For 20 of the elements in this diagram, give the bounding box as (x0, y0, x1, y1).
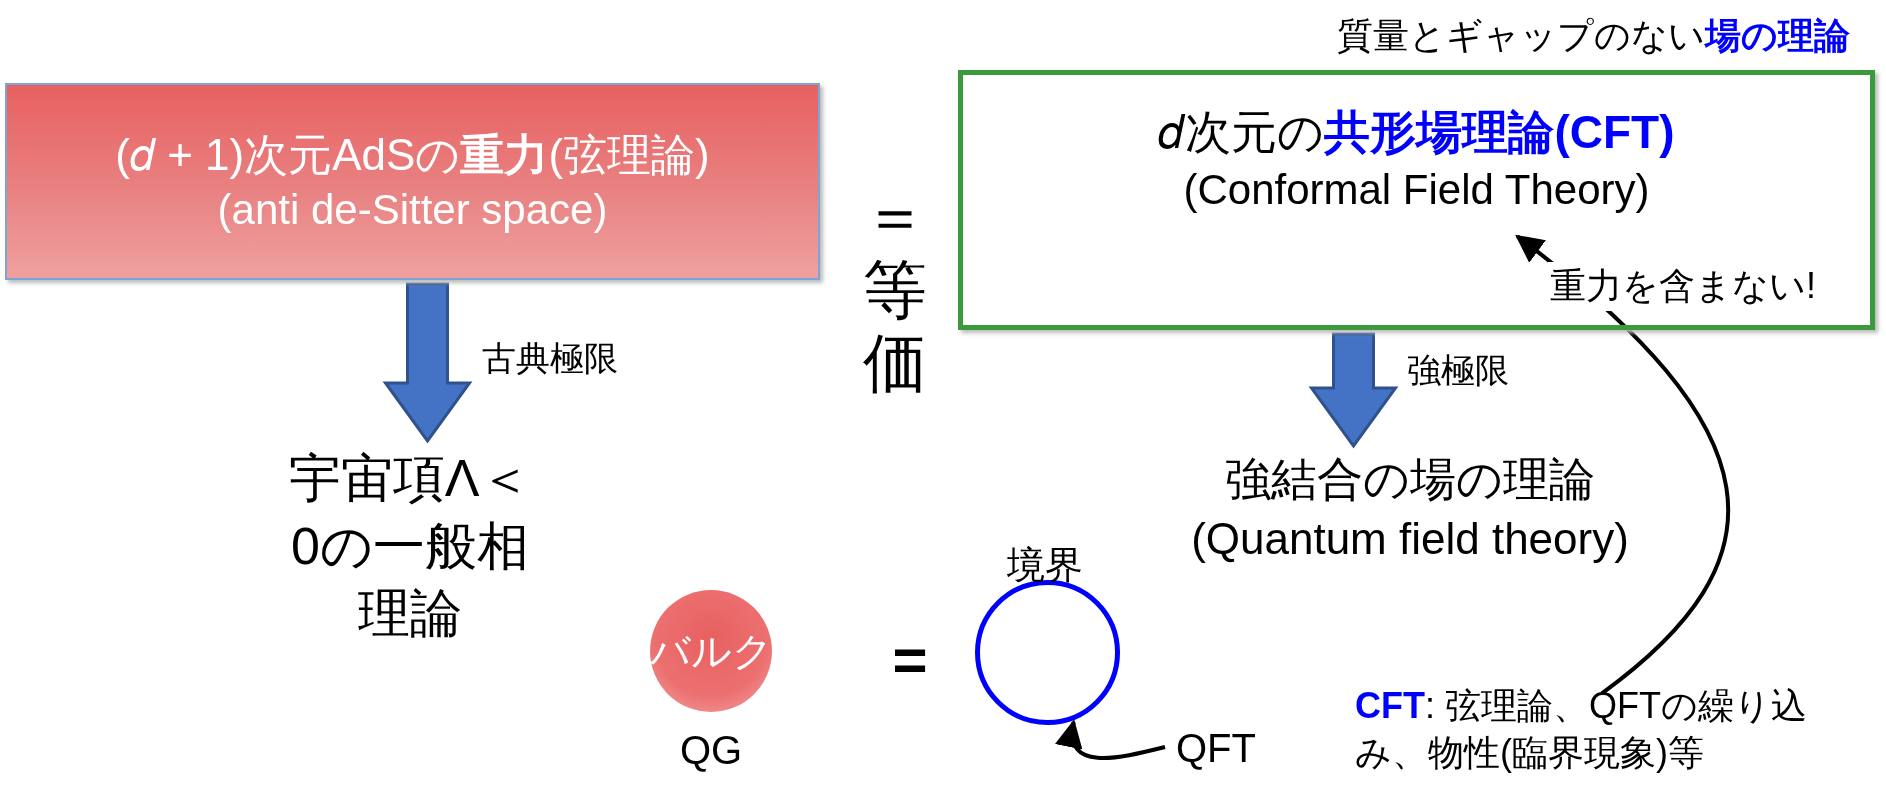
caption-text: QG (678, 728, 744, 773)
box-title: (𝑑 + 1)次元AdSの重力(弦理論) (114, 128, 711, 181)
box-title: 𝑑次元の共形場理論(CFT) (1157, 105, 1676, 160)
box-subtitle: (Conformal Field Theory) (1182, 164, 1651, 215)
heading-text: 質量とギャップのない場の理論 (1336, 14, 1850, 58)
equals-sign: = (891, 625, 929, 694)
equivalence-text: ＝等価 (862, 180, 928, 401)
box-subtitle: (anti de-Sitter space) (216, 184, 609, 235)
block-arrow (1308, 332, 1399, 449)
theory-text: 宇宙項Λ＜0の一般相理論 (287, 448, 533, 645)
theory-subtitle: (Quantum field theory) (1190, 512, 1630, 565)
caption-text: 境界 (1006, 543, 1084, 588)
arrow (1056, 719, 1166, 760)
theory-box (5, 83, 820, 280)
qft-label: QFT (1175, 725, 1257, 772)
note-text: CFT: 弦理論、QFTの繰り込み、物性(臨界現象)等 (1355, 684, 1808, 775)
circle-label: バルク (649, 628, 773, 675)
theory-title: 強結合の場の理論 (1224, 452, 1596, 507)
theory-box (958, 70, 1875, 330)
block-arrow (382, 282, 473, 444)
